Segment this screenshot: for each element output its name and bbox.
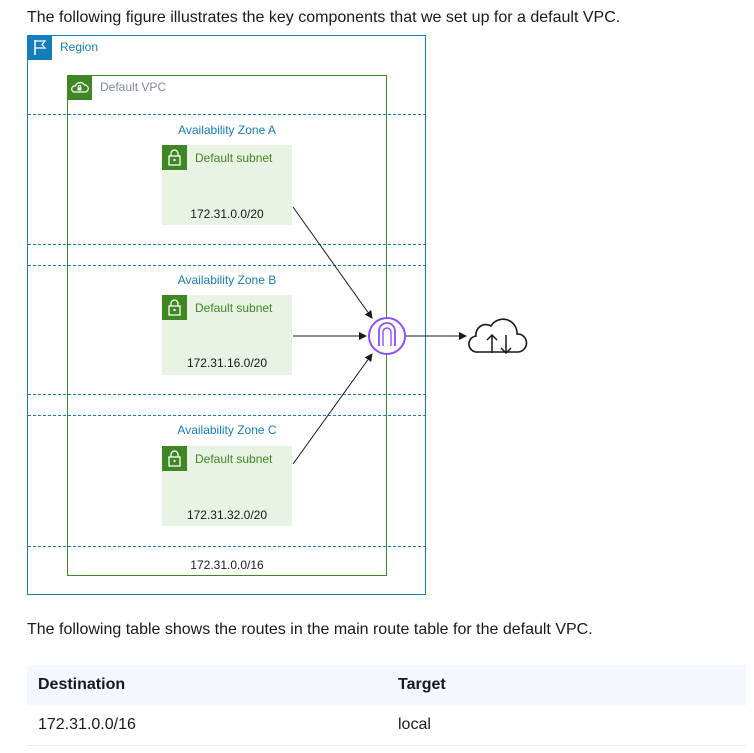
table-intro-text: The following table shows the routes in … xyxy=(27,621,593,638)
az-c-top-border xyxy=(28,415,426,416)
cell-destination: 172.31.0.0/16 xyxy=(38,716,136,733)
az-b-top-border xyxy=(28,265,426,266)
az-c-label: Availability Zone C xyxy=(177,423,277,437)
region-label: Region xyxy=(60,40,99,54)
az-a-label: Availability Zone A xyxy=(178,123,276,137)
table-header-row: Destination Target xyxy=(27,665,746,705)
az-b-label: Availability Zone B xyxy=(177,273,277,287)
subnet-b-label: Default subnet xyxy=(195,301,273,315)
subnet-a-cidr: 172.31.0.0/20 xyxy=(190,207,264,221)
route-table: Destination Target 172.31.0.0/16 local xyxy=(27,665,746,746)
connection-arrows xyxy=(292,206,467,465)
subnet-a-label: Default subnet xyxy=(195,151,273,165)
subnet-b-cidr: 172.31.16.0/20 xyxy=(186,356,268,370)
header-target: Target xyxy=(398,676,446,693)
table-row: 172.31.0.0/16 local xyxy=(27,705,746,746)
az-a-top-border xyxy=(28,114,426,115)
az-b-bottom-border xyxy=(28,394,426,395)
cloud-lock-icon xyxy=(67,75,92,100)
flag-icon xyxy=(27,35,52,60)
az-c-bottom-border xyxy=(28,546,426,547)
subnet-c-label: Default subnet xyxy=(195,452,273,466)
lock-icon xyxy=(162,145,187,170)
subnet-c-cidr: 172.31.32.0/20 xyxy=(186,508,268,522)
header-destination: Destination xyxy=(38,676,126,693)
region-box xyxy=(27,35,426,595)
lock-icon xyxy=(162,446,187,471)
az-a-bottom-border xyxy=(28,244,426,245)
vpc-label: Default VPC xyxy=(100,80,167,94)
vpc-cidr: 172.31.0.0/16 xyxy=(190,558,264,572)
cell-target: local xyxy=(398,716,431,733)
lock-icon xyxy=(162,295,187,320)
figure-intro-text: The following figure illustrates the key… xyxy=(27,9,621,26)
